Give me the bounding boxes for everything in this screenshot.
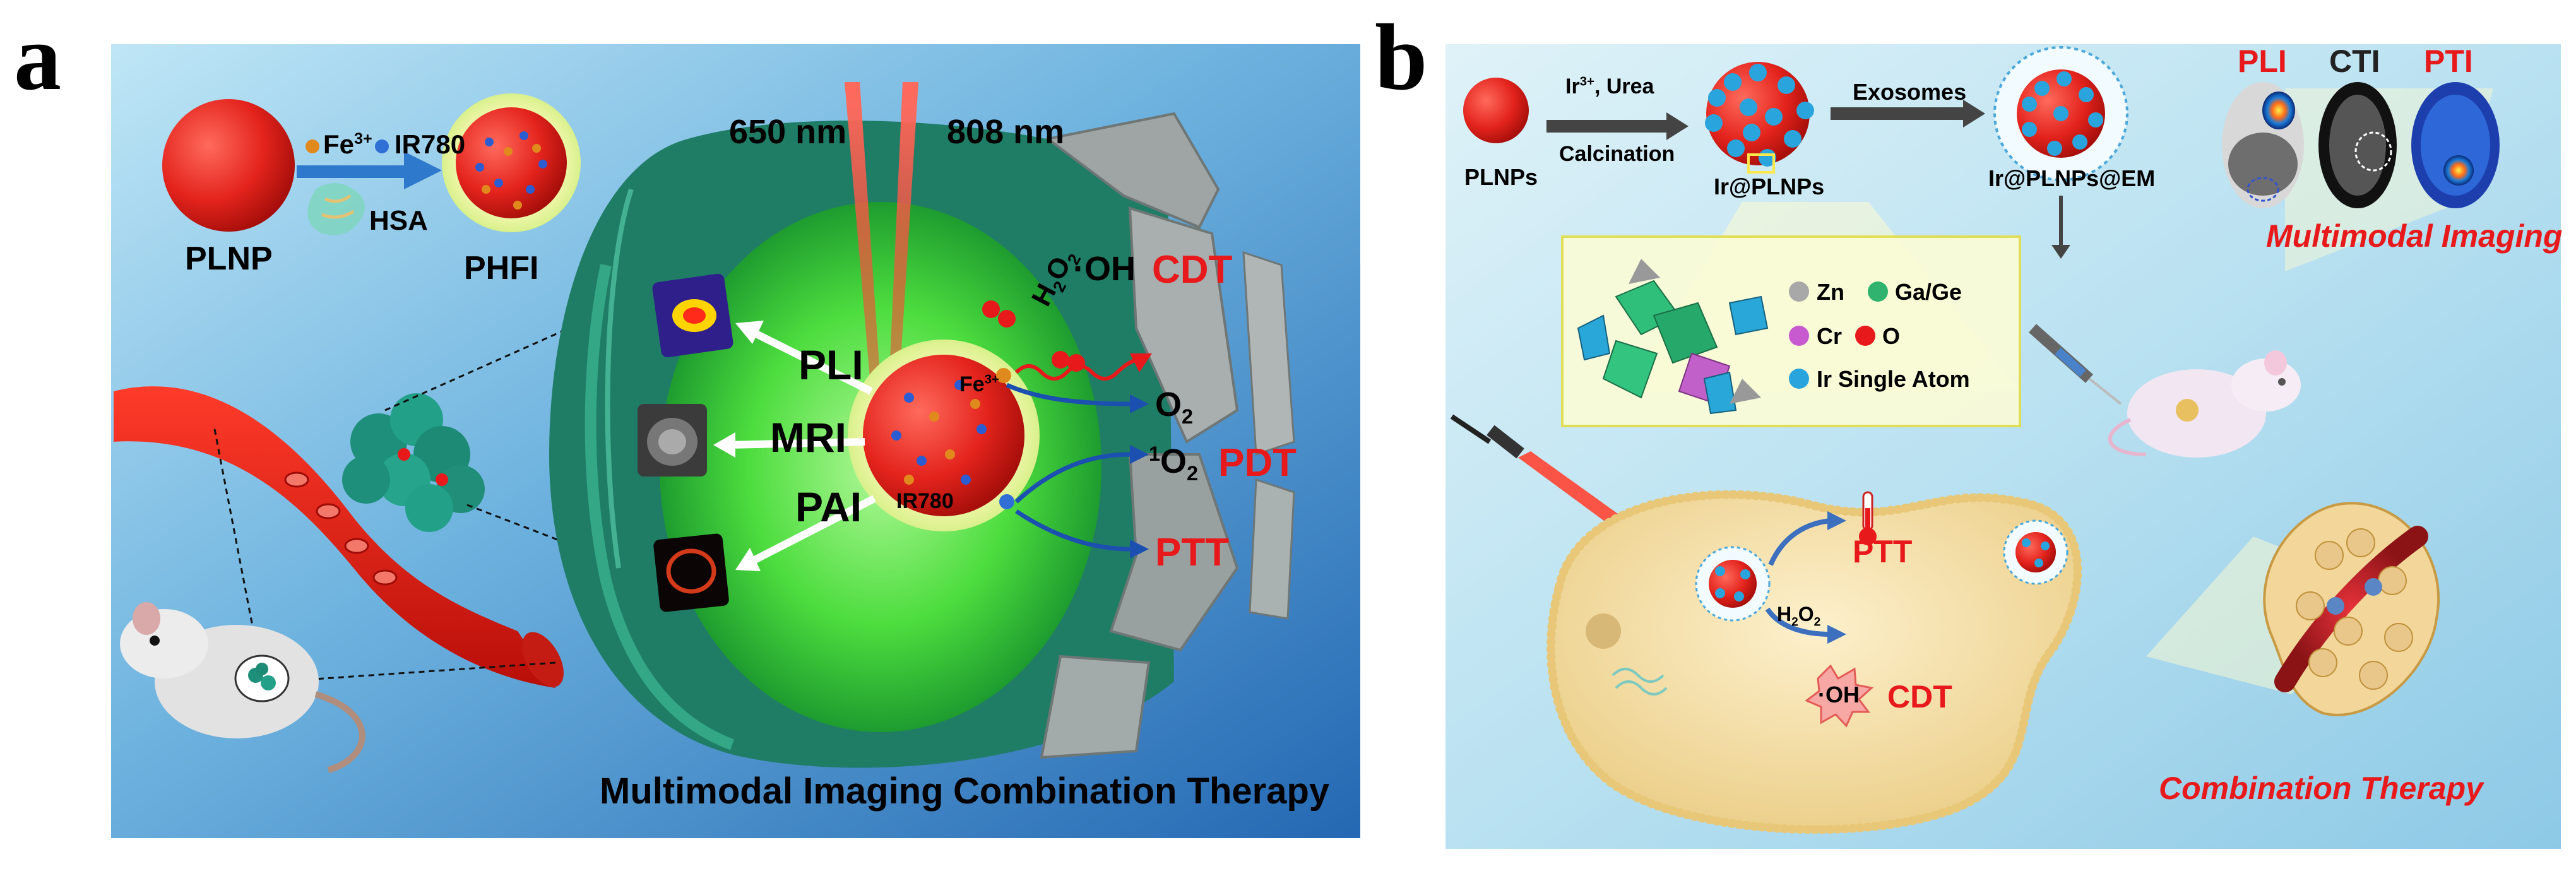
tumor-cell xyxy=(1546,490,2082,834)
cdt-label-b: CDT xyxy=(1887,679,1952,714)
panel-b-letter: b xyxy=(1375,5,1428,110)
ir780-dye xyxy=(999,494,1014,509)
wavelength-808-label: 808 nm xyxy=(947,113,1065,151)
oh-label: ·OH xyxy=(1073,250,1136,288)
panel-a-letter: a xyxy=(14,5,61,110)
calcination-label: Calcination xyxy=(1559,142,1675,166)
ptt-arrow xyxy=(1015,509,1131,552)
pti-label-b: PTI xyxy=(2424,44,2473,79)
plnps-label: PLNPs xyxy=(1464,164,1538,190)
synthesis-arrow xyxy=(297,151,442,189)
laser-808 xyxy=(887,82,918,429)
mouse-a xyxy=(120,602,365,773)
h2o2-label-b: H2O2 xyxy=(1777,603,1821,629)
oh-label-b: ·OH xyxy=(1818,682,1860,707)
multimodal-imaging-label-a: Multimodal Imaging xyxy=(600,771,944,812)
laser-fiber xyxy=(1450,414,1492,444)
hsa-label: HSA xyxy=(369,205,428,236)
pai-label: PAI xyxy=(795,483,862,530)
pli-label: PLI xyxy=(798,341,864,388)
ir-urea-label: Ir3+, Urea xyxy=(1565,74,1654,98)
ptt-label-b: PTT xyxy=(1853,534,1913,569)
pli-label-b: PLI xyxy=(2238,44,2287,79)
imaging-arrows xyxy=(713,321,876,571)
fe-label: Fe3+ xyxy=(323,129,372,159)
cell-vesicle xyxy=(1586,613,1621,649)
cdt-label: CDT xyxy=(1152,248,1233,292)
arrow-ir-urea xyxy=(1546,112,1689,140)
thermometer-icon xyxy=(1859,491,1877,545)
mri-label: MRI xyxy=(770,414,846,461)
phfi-label: PHFI xyxy=(464,250,539,287)
hydroxyl-burst xyxy=(1805,664,1874,728)
imaging-thumbnails xyxy=(638,273,733,612)
legend-dots xyxy=(1789,281,1888,389)
o2-label: O2 xyxy=(1155,386,1194,428)
combination-therapy-label-a: Combination Therapy xyxy=(953,771,1330,812)
multimodal-imaging-label-b: Multimodal Imaging xyxy=(2266,218,2563,254)
ptt-label: PTT xyxy=(1155,531,1230,574)
ir780-label: IR780 xyxy=(395,129,466,159)
core-nanoparticle xyxy=(863,355,1024,516)
phfi-core xyxy=(456,107,567,218)
imaging-thumbnails-b xyxy=(2222,82,2500,208)
plnps-sphere xyxy=(1463,78,1529,143)
blood-vessel xyxy=(114,386,555,688)
arrow-exosomes xyxy=(1831,100,1985,127)
hsa-protein xyxy=(307,183,365,235)
laser-650 xyxy=(845,82,884,429)
mouse-b xyxy=(2108,350,2301,458)
plnp-label: PLNP xyxy=(185,240,273,277)
tumor-cluster xyxy=(342,393,485,532)
syringe xyxy=(2029,324,2122,405)
singlet-o2-arrow xyxy=(1014,452,1131,504)
ir-plnps-label: Ir@PLNPs xyxy=(1714,174,1825,199)
ir780-core-label: IR780 xyxy=(896,489,954,513)
legend-gage: Ga/Ge xyxy=(1895,279,1962,305)
tumor-tissue-b xyxy=(2263,502,2440,716)
exosomes-label: Exosomes xyxy=(1853,79,1967,105)
legend-ir-single-atom: Ir Single Atom xyxy=(1817,366,1970,392)
legend-o: O xyxy=(1882,323,1901,349)
wavelength-650-label: 650 nm xyxy=(729,113,847,151)
fe-ion xyxy=(996,368,1011,383)
combination-therapy-label-b: Combination Therapy xyxy=(2159,771,2483,806)
o2-arrow xyxy=(1006,382,1131,406)
plnp-sphere xyxy=(162,99,295,232)
fe-core-label: Fe3+ xyxy=(959,372,999,396)
singlet-o2-label: 1O2 xyxy=(1149,442,1199,485)
legend-zn: Zn xyxy=(1817,279,1844,305)
crystal-structure xyxy=(1577,259,1769,415)
legend-cr: Cr xyxy=(1817,323,1843,349)
pdt-label: PDT xyxy=(1218,441,1297,485)
ir-plnps-em-label: Ir@PLNPs@EM xyxy=(1988,165,2156,191)
cti-label-b: CTI xyxy=(2329,44,2380,79)
